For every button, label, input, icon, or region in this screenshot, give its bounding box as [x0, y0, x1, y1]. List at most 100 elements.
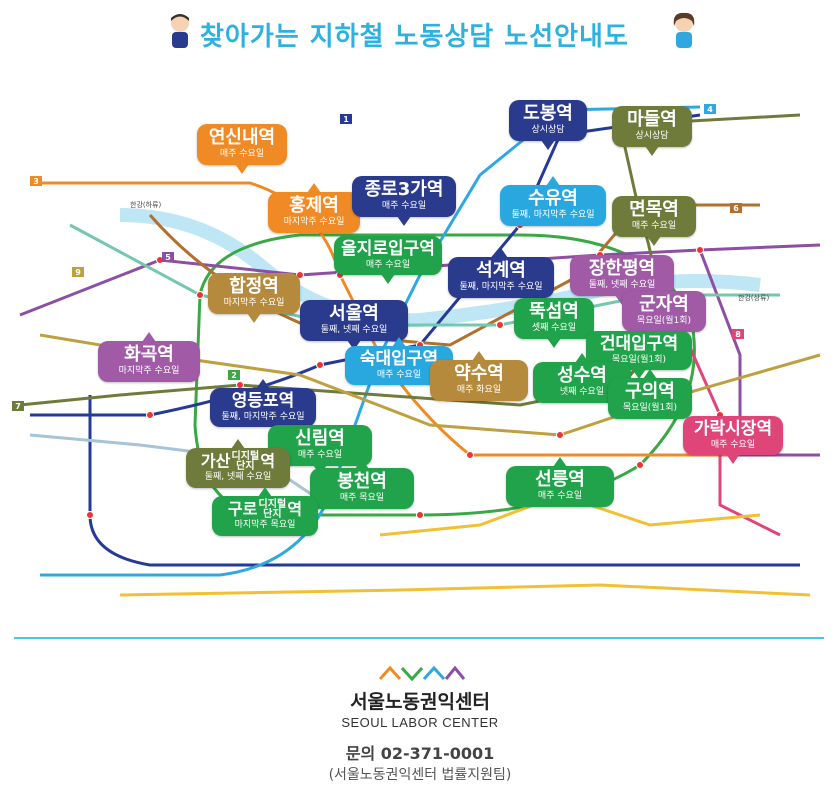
- callout-pointer: [381, 274, 395, 285]
- station-name-main: 구로: [227, 499, 258, 519]
- callout-pointer: [307, 183, 321, 193]
- line-5-branch: [698, 249, 820, 457]
- callout-pointer: [647, 235, 661, 246]
- station-schedule: 둘째, 넷째 수요일: [204, 472, 272, 482]
- station-schedule: 매주 수요일: [537, 490, 583, 501]
- org-name-korean: 서울노동권익센터: [350, 691, 490, 713]
- line-badge-3: 3: [33, 177, 39, 186]
- callout-pointer: [231, 439, 245, 449]
- callout-pointer: [645, 145, 659, 156]
- station-schedule: 둘째, 마지막주 수요일: [511, 209, 595, 220]
- river-label-east: 한강(상류): [738, 293, 769, 302]
- station-name: 군자역: [639, 294, 689, 315]
- station-name: 수유역: [528, 188, 578, 209]
- callout-pointer: [256, 379, 270, 389]
- callout-pointer: [258, 487, 272, 497]
- line-other3-path: [119, 583, 811, 597]
- org-name-english: SEOUL LABOR CENTER: [341, 715, 499, 730]
- station-name: 성수역: [557, 365, 607, 386]
- callout-pointer: [347, 339, 361, 350]
- station-schedule: 넷째 수요일: [559, 386, 605, 397]
- mascot-girl-icon: [673, 12, 695, 48]
- station-schedule: 매주 수요일: [376, 369, 422, 380]
- station-name: 약수역: [454, 363, 504, 384]
- station-name: 영등포역: [231, 391, 295, 411]
- station-schedule: 매주 수요일: [631, 220, 677, 231]
- line-8-path: [678, 324, 781, 537]
- station-schedule: 목요일(월1회): [611, 354, 667, 365]
- header: 찾아가는 지하철 노동상담 노선안내도: [0, 0, 840, 60]
- station-schedule: 마지막주 수요일: [223, 297, 285, 308]
- station-name: 종로3가역: [364, 179, 444, 200]
- callout-pointer: [235, 163, 249, 174]
- mascot-boy-icon: [171, 14, 189, 48]
- callout-pointer: [247, 312, 261, 323]
- station-name: 연신내역: [208, 127, 276, 148]
- station-name: 가락시장역: [693, 419, 773, 439]
- callout-pointer: [553, 457, 567, 467]
- station-name: 을지로입구역: [341, 239, 435, 259]
- line-badge-6: 6: [733, 204, 739, 213]
- callout-pointer: [355, 459, 369, 469]
- station-name-small: 디지털단지: [231, 451, 260, 472]
- callout-pointer: [494, 248, 508, 258]
- callout-pointer: [726, 454, 740, 465]
- contact-phone: 문의 02-371-0001: [345, 744, 495, 763]
- logo-mark-icon: [378, 665, 466, 682]
- callout-pointer: [397, 215, 411, 226]
- station-schedule: 상시상담: [635, 130, 669, 141]
- station-schedule: 목요일(월1회): [636, 315, 692, 326]
- line-badge-9: 9: [75, 268, 81, 277]
- station-name-small: 디지털단지: [258, 499, 287, 520]
- line-badge-5: 5: [165, 253, 171, 262]
- station-name: 구의역: [625, 381, 675, 402]
- callout-pointer: [472, 351, 486, 361]
- station-schedule: 매주 수요일: [297, 449, 343, 460]
- station-name: 면목역: [629, 199, 679, 220]
- station-schedule: 둘째, 마지막주 수요일: [459, 281, 543, 292]
- station-name: 건대입구역: [599, 334, 679, 354]
- callout-pointer: [541, 139, 555, 150]
- station-schedule: 매주 목요일: [339, 492, 385, 503]
- station-name: 숙대입구역: [359, 349, 439, 369]
- line-badge-8: 8: [735, 330, 741, 339]
- station-name-suffix: 역: [260, 451, 276, 471]
- page-title: 찾아가는 지하철 노동상담 노선안내도: [200, 22, 629, 52]
- river-label-west: 한강(하류): [130, 200, 161, 209]
- callout-pointer: [547, 337, 561, 348]
- station-name-main: 가산: [200, 451, 231, 471]
- footer: 서울노동권익센터 SEOUL LABOR CENTER 문의 02-371-00…: [0, 650, 840, 793]
- station-schedule: 매주 수요일: [365, 259, 411, 270]
- station-schedule: 둘째, 넷째 수요일: [320, 324, 388, 335]
- station-name: 홍제역: [289, 195, 339, 216]
- station-schedule: 매주 수요일: [710, 439, 756, 450]
- station-schedule: 둘째, 마지막주 수요일: [221, 411, 305, 422]
- callout-pointer: [546, 176, 560, 186]
- callout-pointer: [142, 332, 156, 342]
